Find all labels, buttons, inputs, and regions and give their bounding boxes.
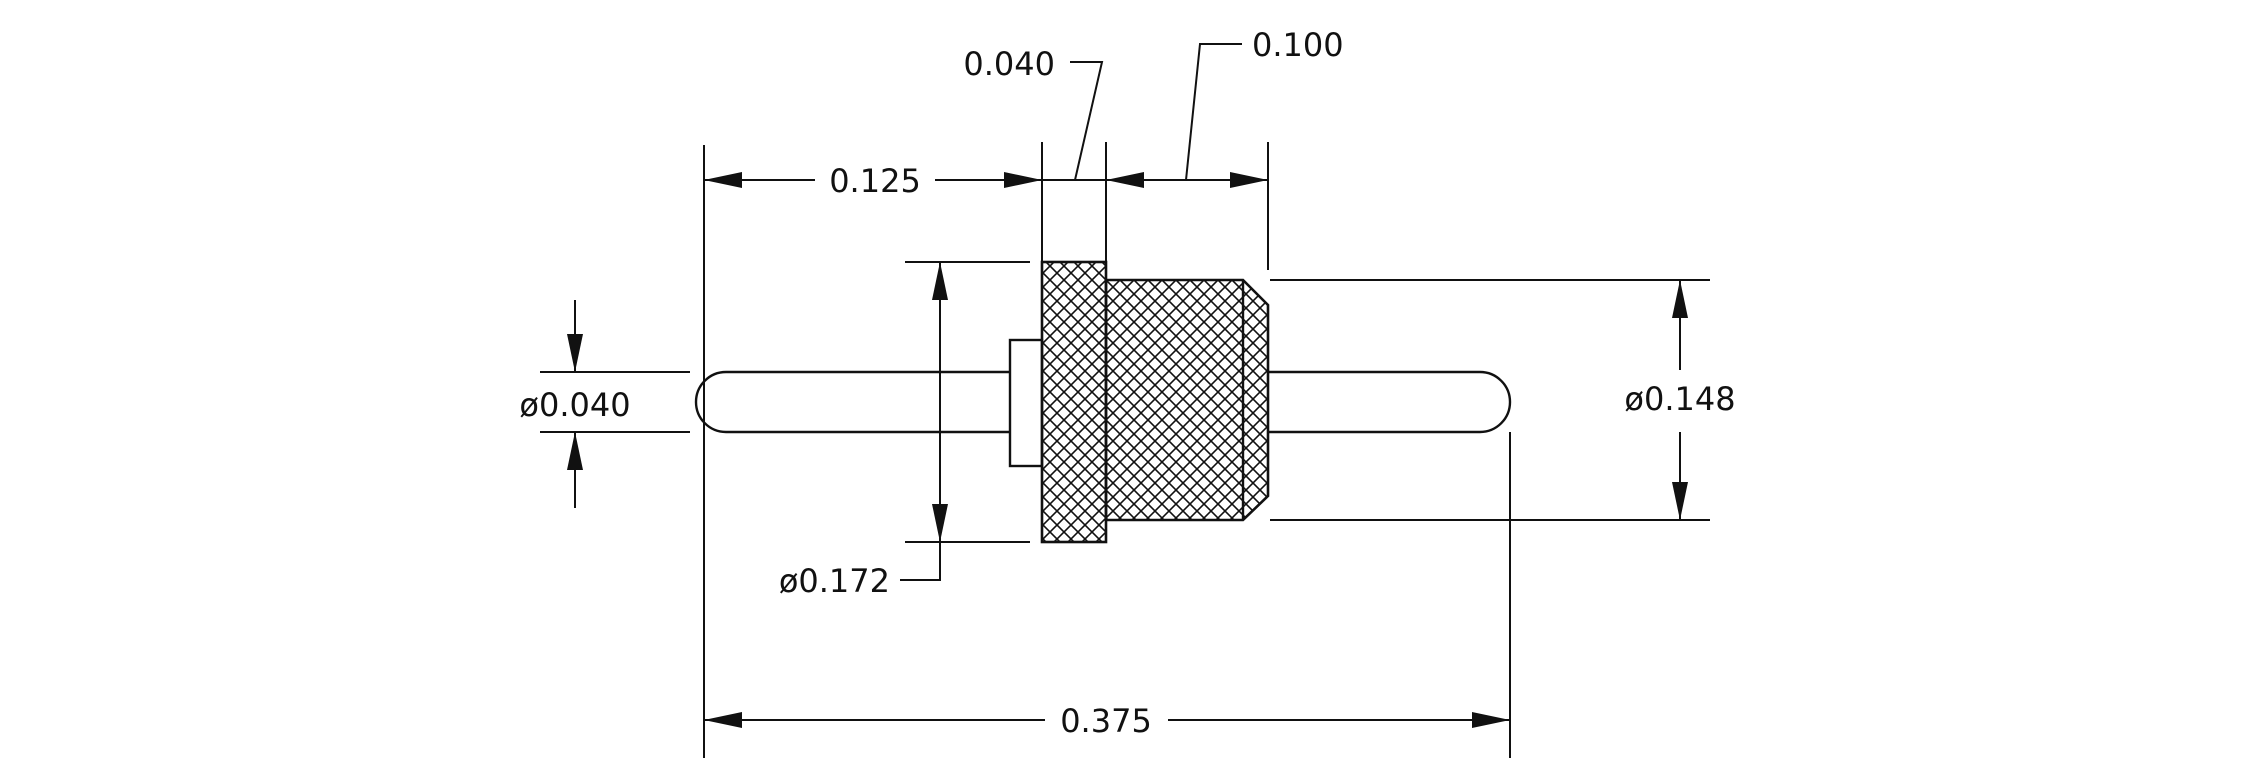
dim-flange-diameter: ø0.172 xyxy=(779,262,948,600)
dim-knurl-length: 0.100 xyxy=(1106,26,1344,188)
dim-label-0100: 0.100 xyxy=(1252,26,1344,64)
extension-lines xyxy=(540,142,1710,758)
pin-part xyxy=(694,260,1512,544)
dim-pin-diameter: ø0.040 xyxy=(519,300,631,508)
right-pin xyxy=(1268,370,1512,434)
dim-label-0375: 0.375 xyxy=(1060,702,1152,740)
dim-label-flange-diameter: ø0.172 xyxy=(779,562,890,600)
left-pin xyxy=(694,370,1010,434)
dim-label-0040-flange: 0.040 xyxy=(963,45,1055,83)
dim-label-0125: 0.125 xyxy=(829,162,921,200)
dim-overall-length: 0.375 xyxy=(704,702,1510,740)
dim-label-pin-diameter: ø0.040 xyxy=(519,386,630,424)
dim-knurl-diameter: ø0.148 xyxy=(1624,280,1736,520)
dim-label-knurl-diameter: ø0.148 xyxy=(1624,380,1735,418)
flange xyxy=(1040,260,1108,544)
dim-left-pin-length: 0.125 xyxy=(704,162,1042,200)
shoulder xyxy=(1008,338,1044,468)
dim-flange-width: 0.040 xyxy=(963,45,1106,181)
